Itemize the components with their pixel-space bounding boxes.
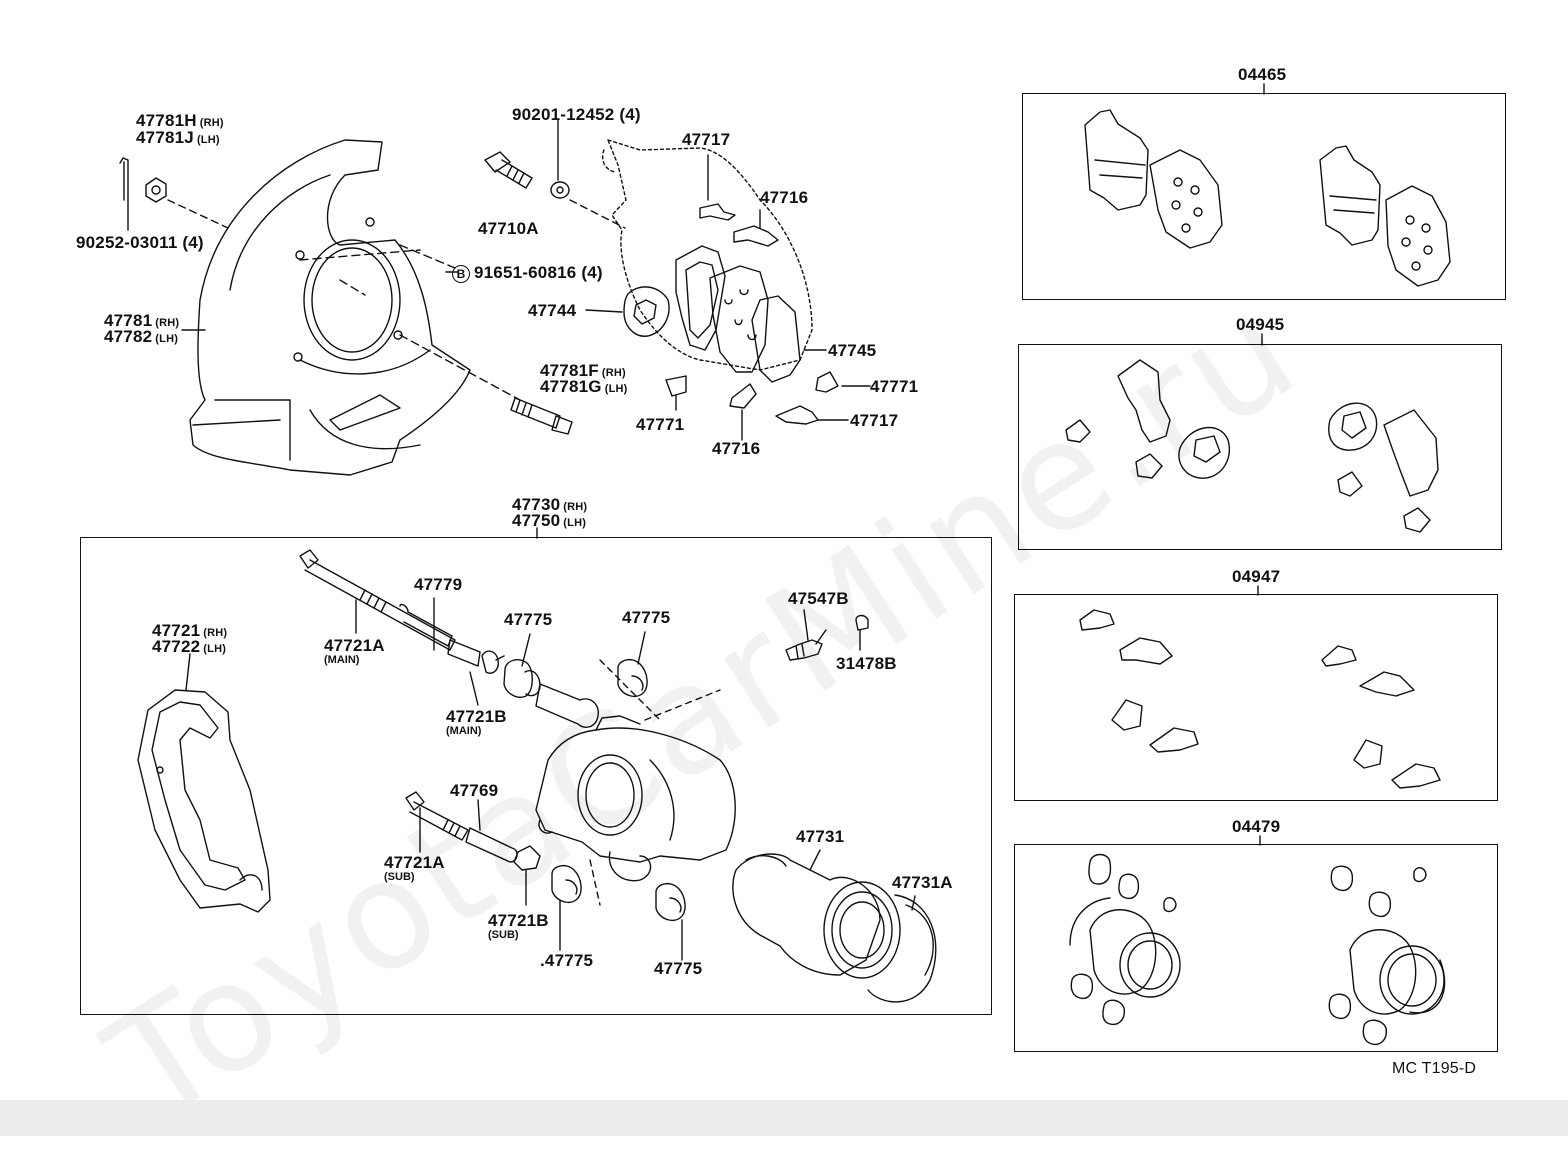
bushing-main — [447, 639, 505, 674]
kit-box-04479 — [1014, 844, 1498, 1052]
brake-pads — [675, 245, 801, 383]
note-47721B-sub: (SUB) — [488, 929, 519, 941]
anti-squeal-shim — [623, 286, 670, 337]
kit-code-04945: 04945 — [1236, 315, 1285, 334]
label-47781J: 47781J(LH) — [136, 128, 220, 147]
label-47716-top: 47716 — [760, 188, 809, 207]
label-47722: 47722(LH) — [152, 637, 227, 656]
clips-top — [665, 203, 839, 425]
label-90252-03011: 90252-03011 (4) — [76, 233, 204, 252]
label-47731A: 47731A — [892, 873, 953, 892]
label-47771-left: 47771 — [636, 415, 685, 434]
label-47775-upper-right: 47775 — [622, 608, 671, 627]
kit-code-04479: 04479 — [1232, 817, 1281, 836]
kit-04479-drawing — [1069, 853, 1446, 1046]
label-47745: 47745 — [828, 341, 877, 360]
label-47710A: 47710A — [478, 219, 539, 238]
label-47750: 47750(LH) — [512, 511, 587, 530]
label-47775-lower-right: 47775 — [654, 959, 703, 978]
label-47547B: 47547B — [788, 589, 849, 608]
label-90201-12452: 90201-12452 (4) — [512, 105, 641, 124]
label-47717-bottom: 47717 — [850, 411, 899, 430]
label-47716-bottom: 47716 — [712, 439, 761, 458]
bleeder-screw — [785, 614, 869, 661]
kit-code-04947: 04947 — [1232, 567, 1281, 586]
label-47775-lower-left: .47775 — [540, 951, 594, 970]
label-47771-right: 47771 — [870, 377, 919, 396]
label-47717-top: 47717 — [682, 130, 731, 149]
label-47781G: 47781G(LH) — [540, 377, 628, 396]
kit-box-04465 — [1022, 93, 1506, 300]
piston-assembly — [732, 853, 937, 1003]
note-47721B-main: (MAIN) — [446, 725, 482, 737]
bottom-bar — [0, 1100, 1568, 1136]
label-47781H: 47781H(RH) — [136, 111, 224, 130]
label-47721A-sub: 47721A — [384, 853, 445, 872]
label-47744: 47744 — [528, 301, 577, 320]
kit-04947-drawing — [1079, 609, 1441, 789]
bolt-47710A — [484, 151, 626, 229]
label-47721B-sub: 47721B — [488, 911, 549, 930]
label-47779: 47779 — [414, 575, 463, 594]
label-47721: 47721(RH) — [152, 621, 228, 640]
label-47721A-main: 47721A — [324, 636, 385, 655]
boots — [503, 658, 686, 922]
label-31478B: 31478B — [836, 654, 897, 673]
diagram-code: MC T195-D — [1392, 1060, 1477, 1077]
kit-box-04945 — [1018, 344, 1502, 550]
caliper-body — [535, 659, 736, 906]
slide-pin-sub — [405, 791, 541, 871]
label-47721B-main: 47721B — [446, 707, 507, 726]
caliper-assembly-box — [80, 537, 992, 1015]
slide-pin-main — [299, 549, 456, 651]
cotter-pin-nut — [119, 157, 229, 231]
note-47721A-sub: (SUB) — [384, 871, 415, 883]
label-47781: 47781(RH) — [104, 311, 180, 330]
kit-04465-drawing — [1084, 109, 1451, 287]
label-47781F: 47781F(RH) — [540, 361, 626, 380]
label-47731: 47731 — [796, 827, 845, 846]
kit-box-04947 — [1014, 594, 1498, 801]
label-47730: 47730(RH) — [512, 495, 588, 514]
label-47782: 47782(LH) — [104, 327, 179, 346]
bolt-47781F — [510, 397, 573, 435]
label-47775-upper-left: 47775 — [504, 610, 553, 629]
note-47721A-main: (MAIN) — [324, 654, 360, 666]
kit-code-04465: 04465 — [1238, 65, 1287, 84]
circled-b-mark: B — [452, 264, 470, 283]
torque-plate — [137, 689, 271, 913]
label-47769: 47769 — [450, 781, 499, 800]
kit-04945-drawing — [1065, 359, 1439, 533]
dust-cover-drawing — [189, 139, 471, 476]
